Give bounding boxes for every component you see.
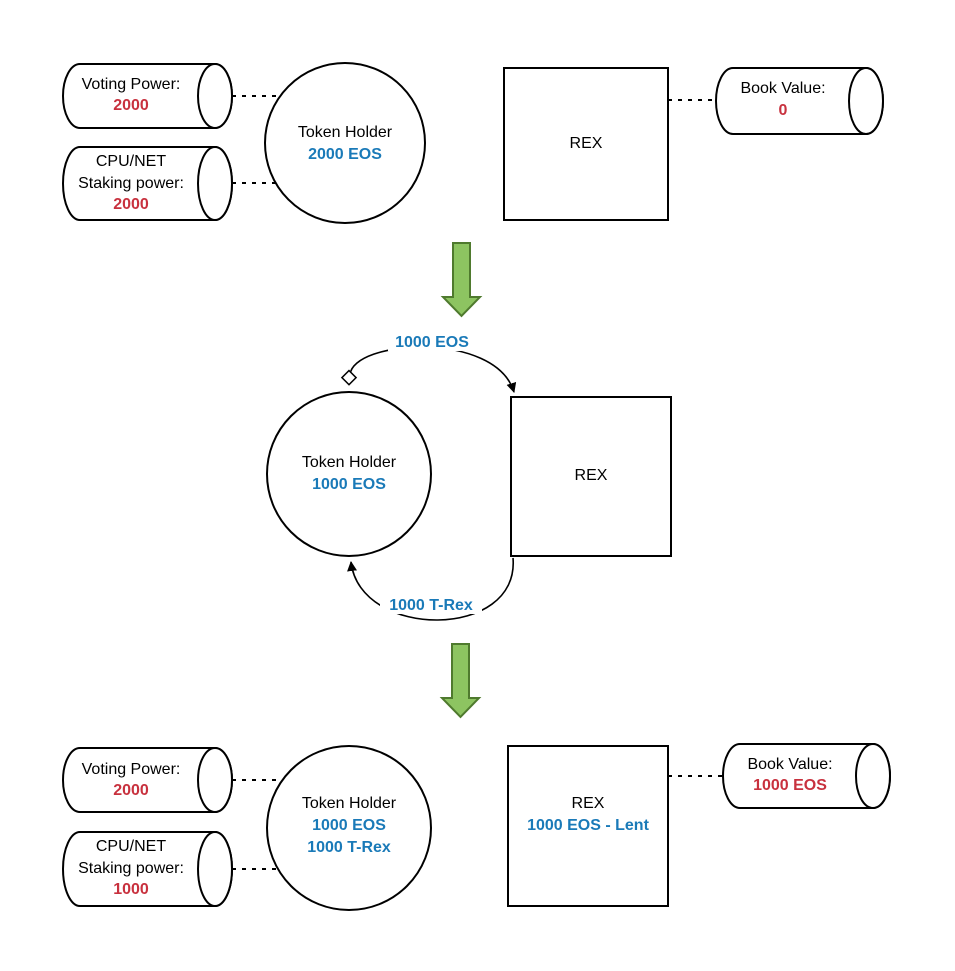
token-holder-label: Token Holder <box>302 795 397 812</box>
rex-label: REX <box>575 467 608 484</box>
book-value-value: 0 <box>779 102 788 119</box>
stage-3: Voting Power: 2000 CPU/NET Staking power… <box>62 743 891 911</box>
token-holder-circle: Token Holder 2000 EOS <box>264 62 426 224</box>
token-holder-label: Token Holder <box>302 454 397 471</box>
staking-power-value: 2000 <box>113 196 149 213</box>
rex-box: REX <box>503 67 669 221</box>
rex-label: REX <box>572 795 605 812</box>
staking-power-value: 1000 <box>113 881 149 898</box>
trex-flow-arrow <box>347 557 514 621</box>
diamond-start-icon <box>340 369 358 386</box>
voting-power-value: 2000 <box>113 97 149 114</box>
cpu-net-label: CPU/NET <box>96 838 166 855</box>
book-value-value: 1000 EOS <box>753 777 827 794</box>
stage-2: 1000 EOS 1000 T-Rex Token Holder 1000 EO… <box>266 331 672 621</box>
book-value-cylinder: Book Value: 1000 EOS <box>722 743 891 809</box>
voting-power-cylinder: Voting Power: 2000 <box>62 747 233 813</box>
rex-label: REX <box>570 135 603 152</box>
voting-power-cylinder: Voting Power: 2000 <box>62 63 233 129</box>
down-arrow-icon <box>439 643 482 719</box>
eos-flow-label: 1000 EOS <box>395 334 469 351</box>
token-holder-label: Token Holder <box>298 124 393 141</box>
book-value-label: Book Value: <box>740 80 825 97</box>
cpu-net-cylinder: CPU/NET Staking power: 1000 <box>62 831 233 907</box>
eos-flow-arrow <box>349 346 517 393</box>
book-value-cylinder: Book Value: 0 <box>715 67 884 135</box>
token-holder-value: 2000 EOS <box>308 146 382 163</box>
book-value-label: Book Value: <box>747 756 832 773</box>
trex-flow-label: 1000 T-Rex <box>389 597 473 614</box>
voting-power-value: 2000 <box>113 782 149 799</box>
staking-power-label: Staking power: <box>78 175 184 192</box>
staking-power-label: Staking power: <box>78 860 184 877</box>
token-holder-value: 1000 EOS <box>312 476 386 493</box>
rex-box: REX <box>510 396 672 557</box>
token-holder-circle: Token Holder 1000 EOS 1000 T-Rex <box>266 745 432 911</box>
rex-lent-value: 1000 EOS - Lent <box>527 817 649 834</box>
rex-box: REX 1000 EOS - Lent <box>507 745 669 907</box>
stage-1: Voting Power: 2000 CPU/NET Staking power… <box>62 62 884 224</box>
down-arrow-icon <box>440 242 483 318</box>
voting-power-label: Voting Power: <box>82 761 181 778</box>
token-holder-eos-value: 1000 EOS <box>312 817 386 834</box>
cpu-net-label: CPU/NET <box>96 153 166 170</box>
cpu-net-cylinder: CPU/NET Staking power: 2000 <box>62 146 233 221</box>
voting-power-label: Voting Power: <box>82 76 181 93</box>
token-holder-circle: Token Holder 1000 EOS <box>266 391 432 557</box>
token-holder-trex-value: 1000 T-Rex <box>307 839 391 856</box>
